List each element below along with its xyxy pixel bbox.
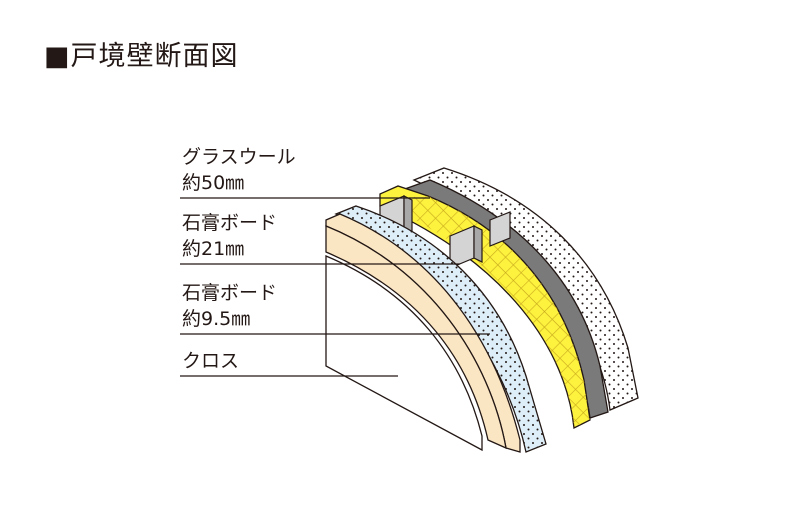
label-glass-wool: グラスウール 約50㎜ [182,144,296,196]
label-cloth: クロス [182,348,239,374]
label-gypsum-board-21: 石膏ボード 約21㎜ [182,210,277,262]
label-glass-wool-size: 約50㎜ [182,172,245,194]
leader-lines [180,197,490,377]
gypsum-board-9-5mm [325,213,521,453]
label-glass-wool-name: グラスウール [182,146,296,168]
label-gypsum-21-size: 約21㎜ [182,238,245,260]
steel-stud-right [489,211,511,247]
page-title: ■戸境壁断面図 [44,41,239,72]
label-gypsum-9-5-name: 石膏ボード [182,282,278,304]
steel-stud-lower [449,225,483,269]
label-cloth-name: クロス [182,350,240,372]
cloth-layer [325,255,483,452]
label-gypsum-board-9-5: 石膏ボード 約9.5㎜ [182,280,277,332]
label-gypsum-9-5-size: 約9.5㎜ [182,308,251,330]
label-gypsum-21-name: 石膏ボード [182,212,278,234]
